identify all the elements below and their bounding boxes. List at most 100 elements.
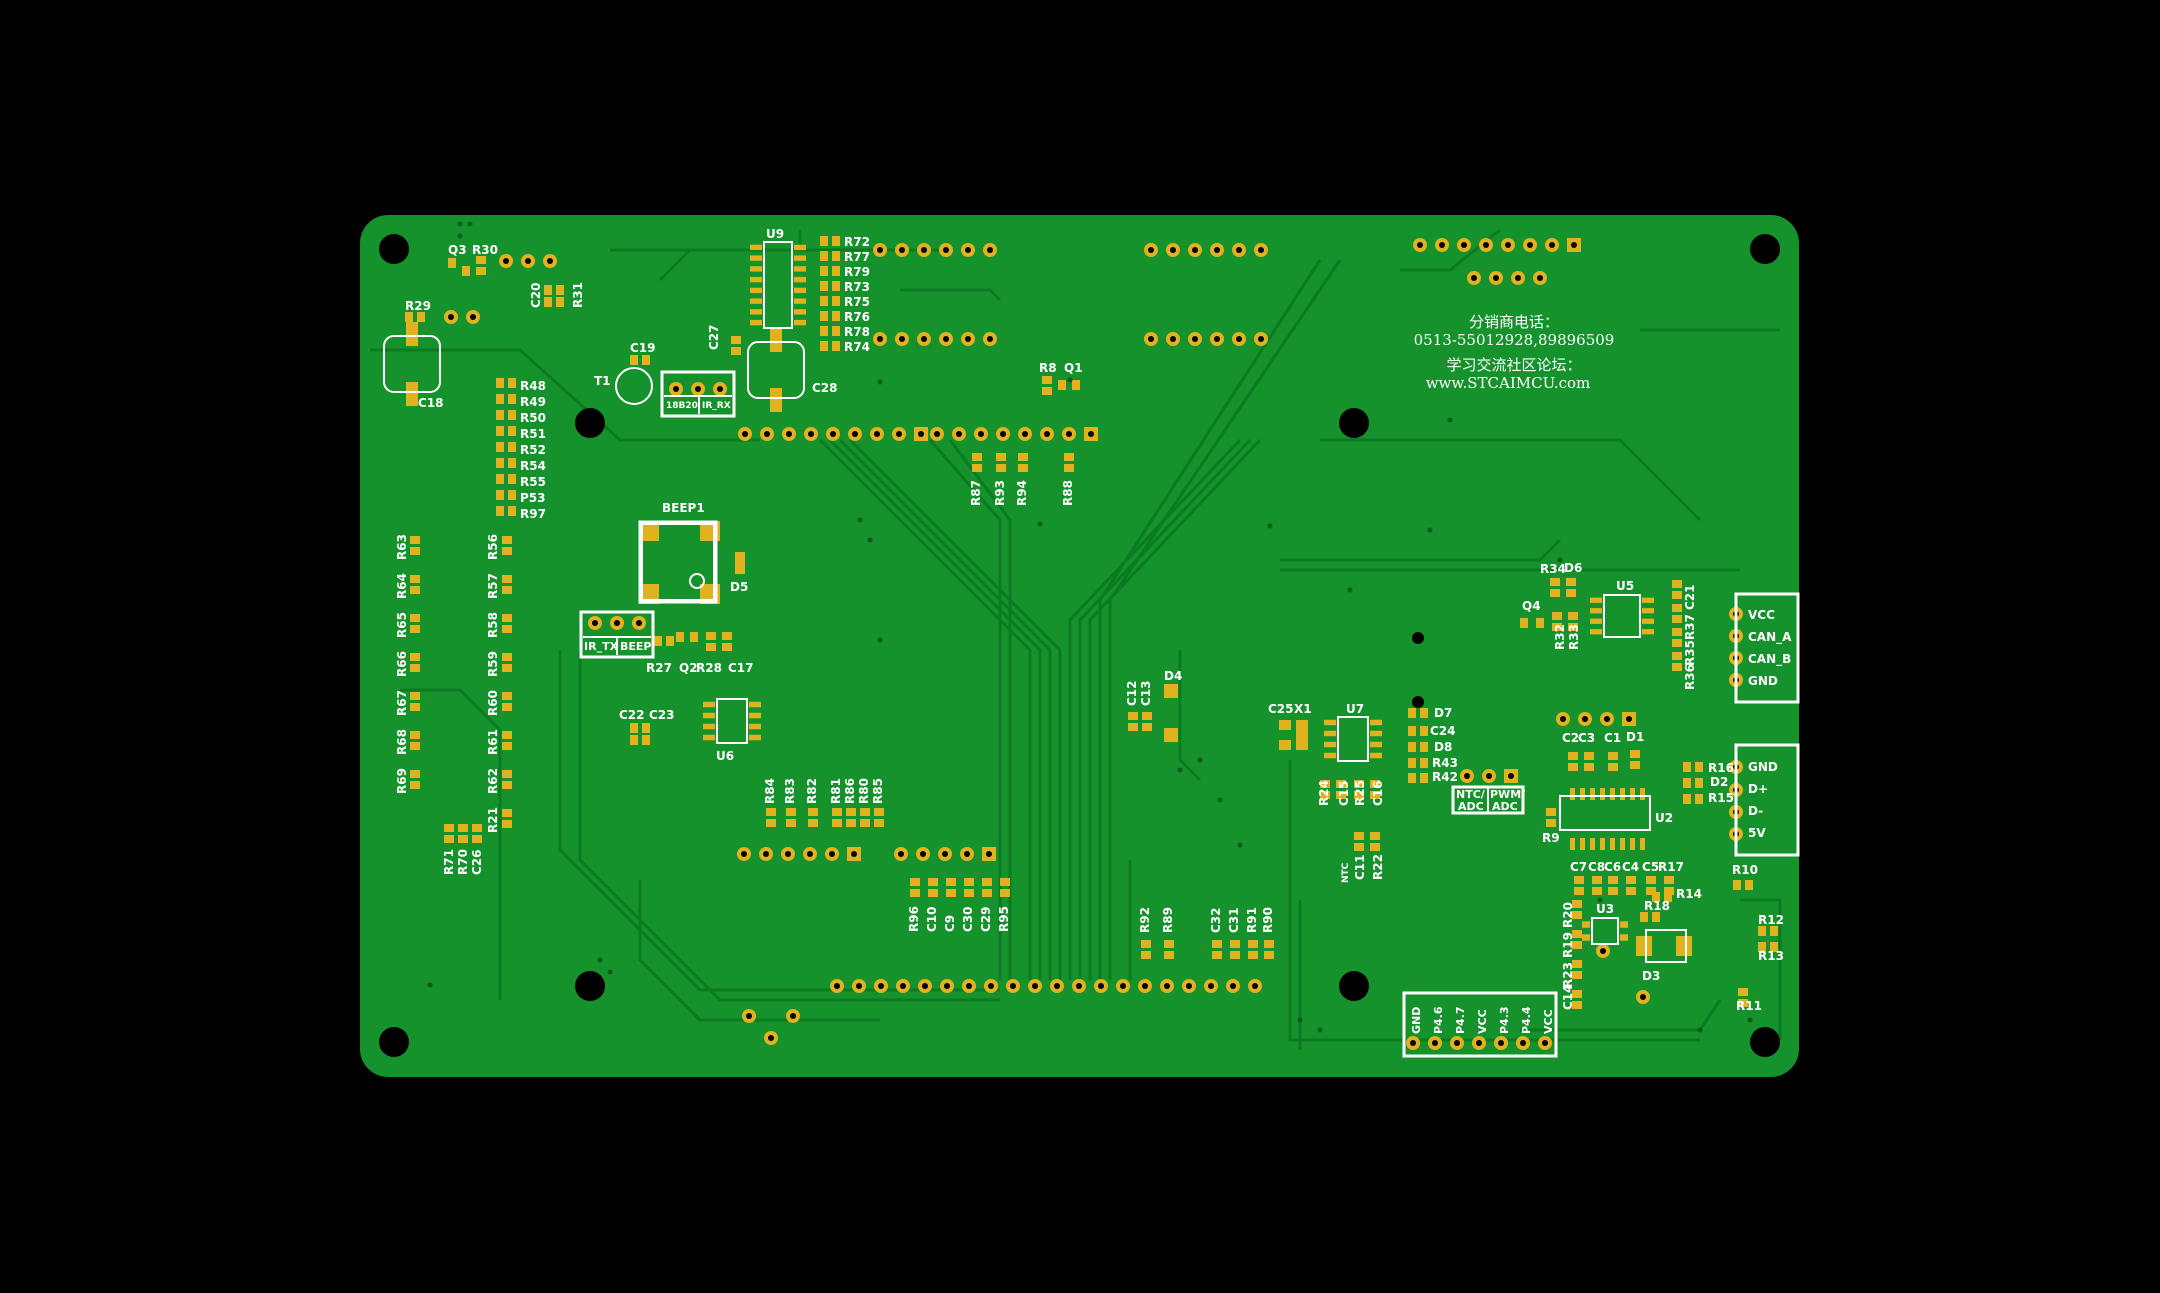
silk-label: R94 [1015,480,1029,506]
smd-pad [410,547,420,555]
silk-label: R42 [1432,770,1458,784]
smd-pad [502,742,512,750]
silk-label: C16 [1371,780,1385,806]
smd-pad [1580,788,1585,800]
silk-label: R69 [395,768,409,794]
smd-pad [1630,838,1635,850]
silk-label: C30 [961,906,975,932]
smd-pad [1370,741,1382,748]
silk-label: R11 [1736,999,1762,1013]
silk-label: R76 [844,310,870,324]
smd-pad [1590,608,1602,614]
silk-label: C5 [1642,860,1659,874]
silk-label: R95 [997,906,1011,932]
smd-pad [808,819,818,827]
smd-pad [544,297,552,307]
silk-label: R91 [1245,907,1259,933]
smd-pad [502,770,512,778]
smd-pad [820,251,828,261]
smd-pad [706,643,716,651]
smd-pad [832,808,842,816]
via [1297,1017,1303,1023]
silk-label: R77 [844,250,870,264]
smd-pad [1642,597,1654,603]
smd-pad [448,258,456,268]
smd-pad [1141,951,1151,959]
ic-outline [1337,716,1369,762]
smd-pad [832,266,840,276]
smd-pad [820,296,828,306]
smd-pad [1672,580,1682,588]
smd-pad [794,266,806,272]
silk-label: C32 [1209,907,1223,933]
mounting-holes [379,234,1780,1057]
silk-label: Q4 [1522,599,1541,613]
smd-pad [496,410,504,420]
silk-label: D7 [1434,706,1452,720]
silk-label: C29 [979,906,993,932]
smd-pad [832,819,842,827]
via [857,517,863,523]
silk-label: 5V [1748,826,1766,840]
smd-pad [1164,684,1178,698]
smd-pad [794,319,806,326]
smd-pad [496,506,504,516]
smd-pad [1574,876,1584,884]
ic-outline [763,241,793,329]
silk-label: C11 [1353,854,1367,880]
silk-label: R78 [844,325,870,339]
smd-pad [750,309,762,315]
smd-pad [639,521,659,541]
smd-pad [1620,934,1628,941]
silk-label: R33 [1567,624,1581,650]
smd-pad [1630,788,1635,800]
silk-label: BEEP1 [662,501,705,515]
silk-label: R96 [907,906,921,932]
smd-pad [1572,971,1582,979]
silk-label: R43 [1432,756,1458,770]
smd-pad [406,322,418,346]
silk-label: C12 [1125,680,1139,706]
smd-pad [1570,788,1575,800]
smd-pad [1584,763,1594,771]
ic-outline [1603,594,1641,638]
silk-label: P4.7 [1454,1006,1467,1034]
silk-label: VCC [1748,608,1775,622]
smd-pad [1370,719,1382,726]
smd-pad [1695,794,1703,804]
silk-label: C26 [470,849,484,875]
smd-pad [496,458,504,468]
smd-pad [472,835,482,843]
silk-label: CAN_A [1748,630,1792,645]
silk-label: NTC/ [1456,788,1486,801]
silk-label: C14 [1561,984,1575,1010]
smd-pad [410,625,420,633]
smd-pad [1230,940,1240,948]
smd-pad [502,781,512,789]
smd-pad [502,536,512,544]
smd-pad [996,453,1006,461]
smd-pad [820,326,828,336]
smd-pad [410,575,420,583]
silk-label: U9 [766,227,784,241]
smd-pad [832,236,840,246]
smd-pad [1370,791,1380,799]
smd-pad [1574,887,1584,895]
smd-pad [706,632,716,640]
silk-label: ADC [1458,800,1484,813]
smd-pad [832,296,840,306]
smd-pad [508,394,516,404]
smd-pad [703,712,715,719]
smd-pad [946,889,956,897]
smd-pad [405,312,413,322]
via [1197,757,1203,763]
silk-label: R8 [1039,361,1057,375]
silk-label: C31 [1227,907,1241,933]
via [1347,587,1353,593]
smd-pad [1640,838,1645,850]
silk-label: R63 [395,534,409,560]
silk-label: R58 [486,612,500,638]
smd-pad [703,723,715,730]
smd-pad [1608,763,1618,771]
smd-pad [1408,708,1416,718]
